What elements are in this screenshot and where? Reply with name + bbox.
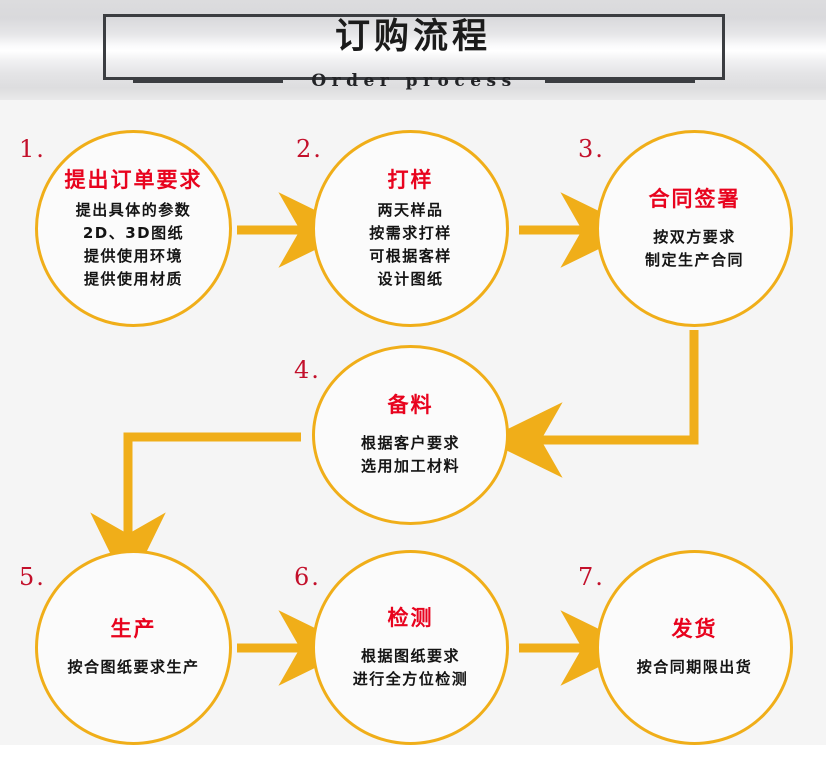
step-line-4-2: 选用加工材料 xyxy=(360,457,460,475)
step-number-5: 5. xyxy=(19,563,46,591)
step-node-5[interactable]: 生产 按合图纸要求生产 xyxy=(35,550,232,745)
step-line-2-2: 按需求打样 xyxy=(369,223,452,242)
step-number-1: 1. xyxy=(19,135,46,163)
step-title-1: 提出订单要求 xyxy=(64,167,203,192)
step-node-3[interactable]: 合同签署 按双方要求 制定生产合同 xyxy=(596,130,793,327)
step-title-4: 备料 xyxy=(387,393,434,417)
step-line-2-1: 两天样品 xyxy=(377,200,444,219)
header-title-frame xyxy=(103,14,725,80)
step-line-6-1: 根据图纸要求 xyxy=(360,646,460,665)
step-number-3: 3. xyxy=(578,135,605,163)
step-node-2[interactable]: 打样 两天样品 按需求打样 可根据客样 设计图纸 xyxy=(312,130,509,327)
step-line-7-1: 按合同期限出货 xyxy=(636,658,753,676)
step-line-3-2: 制定生产合同 xyxy=(644,250,744,269)
step-line-1-3: 提供使用环境 xyxy=(83,246,183,265)
step-number-2: 2. xyxy=(296,135,323,163)
subtitle-row: Order process xyxy=(103,64,725,98)
header-band: 订购流程 Order process xyxy=(0,0,826,100)
step-node-1[interactable]: 提出订单要求 提出具体的参数 2D、3D图纸 提供使用环境 提供使用材质 xyxy=(35,130,232,327)
step-node-6[interactable]: 检测 根据图纸要求 进行全方位检测 xyxy=(312,550,509,745)
step-line-2-4: 设计图纸 xyxy=(377,269,444,288)
step-number-6: 6. xyxy=(294,563,321,591)
step-line-6-2: 进行全方位检测 xyxy=(352,669,469,688)
step-line-4-1: 根据客户要求 xyxy=(360,434,460,452)
arrow-step4-to-step5 xyxy=(90,432,301,590)
subtitle-rule-right xyxy=(544,79,695,83)
step-line-1-1: 提出具体的参数 xyxy=(75,200,192,219)
page-title: 订购流程 xyxy=(334,17,491,57)
step-title-2: 打样 xyxy=(387,167,434,192)
step-number-4: 4. xyxy=(294,356,321,384)
step-title-7: 发货 xyxy=(671,617,718,641)
step-node-4[interactable]: 备料 根据客户要求 选用加工材料 xyxy=(312,345,509,525)
page-subtitle: Order process xyxy=(311,71,517,91)
subtitle-rule-left xyxy=(133,79,284,83)
arrow-step3-to-step4 xyxy=(485,330,699,478)
step-node-7[interactable]: 发货 按合同期限出货 xyxy=(596,550,793,745)
footer-background xyxy=(0,745,826,767)
step-title-5: 生产 xyxy=(110,617,157,641)
step-line-1-2: 2D、3D图纸 xyxy=(82,223,185,242)
step-line-2-3: 可根据客样 xyxy=(369,246,452,265)
step-line-1-4: 提供使用材质 xyxy=(83,269,183,288)
step-line-5-1: 按合图纸要求生产 xyxy=(67,658,200,676)
step-number-7: 7. xyxy=(578,563,605,591)
step-line-3-1: 按双方要求 xyxy=(653,227,736,246)
step-title-6: 检测 xyxy=(387,605,434,630)
step-title-3: 合同签署 xyxy=(648,186,741,211)
